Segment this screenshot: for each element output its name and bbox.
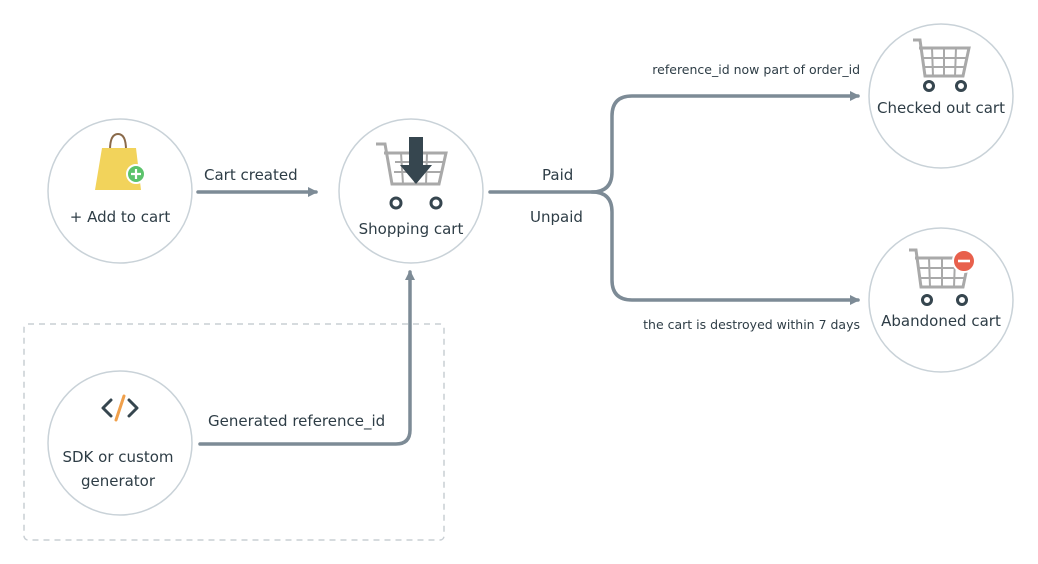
sdk-generator-label-line1: SDK or custom <box>62 448 173 466</box>
paid-arrow <box>488 91 860 194</box>
cart-down-arrow-icon <box>376 137 448 210</box>
unpaid-arrow <box>590 190 860 305</box>
shopping-cart-label: Shopping cart <box>359 220 464 238</box>
sdk-generator-node: SDK or custom generator <box>47 370 193 516</box>
generator-group-box <box>23 323 445 541</box>
checked-out-cart-label: Checked out cart <box>877 99 1005 117</box>
shopping-cart-node: Shopping cart <box>338 118 484 264</box>
cart-created-label: Cart created <box>204 166 298 184</box>
add-to-cart-label: + Add to cart <box>70 208 171 226</box>
cart-icon <box>913 38 971 92</box>
add-to-cart-node: + Add to cart <box>47 118 193 264</box>
paid-label: Paid <box>542 166 573 184</box>
shopping-bag-plus-icon <box>95 132 146 190</box>
generated-reference-arrow <box>198 270 415 446</box>
unpaid-label: Unpaid <box>530 208 583 226</box>
paid-note: reference_id now part of order_id <box>652 62 860 77</box>
generated-reference-label: Generated reference_id <box>208 412 385 431</box>
checked-out-cart-node: Checked out cart <box>868 23 1014 169</box>
cart-minus-icon <box>909 248 976 306</box>
abandoned-cart-label: Abandoned cart <box>881 312 1001 330</box>
sdk-generator-label-line2: generator <box>81 472 156 490</box>
code-icon <box>101 394 139 422</box>
unpaid-note: the cart is destroyed within 7 days <box>643 317 860 332</box>
connectors <box>196 91 860 446</box>
abandoned-cart-node: Abandoned cart <box>868 227 1014 373</box>
